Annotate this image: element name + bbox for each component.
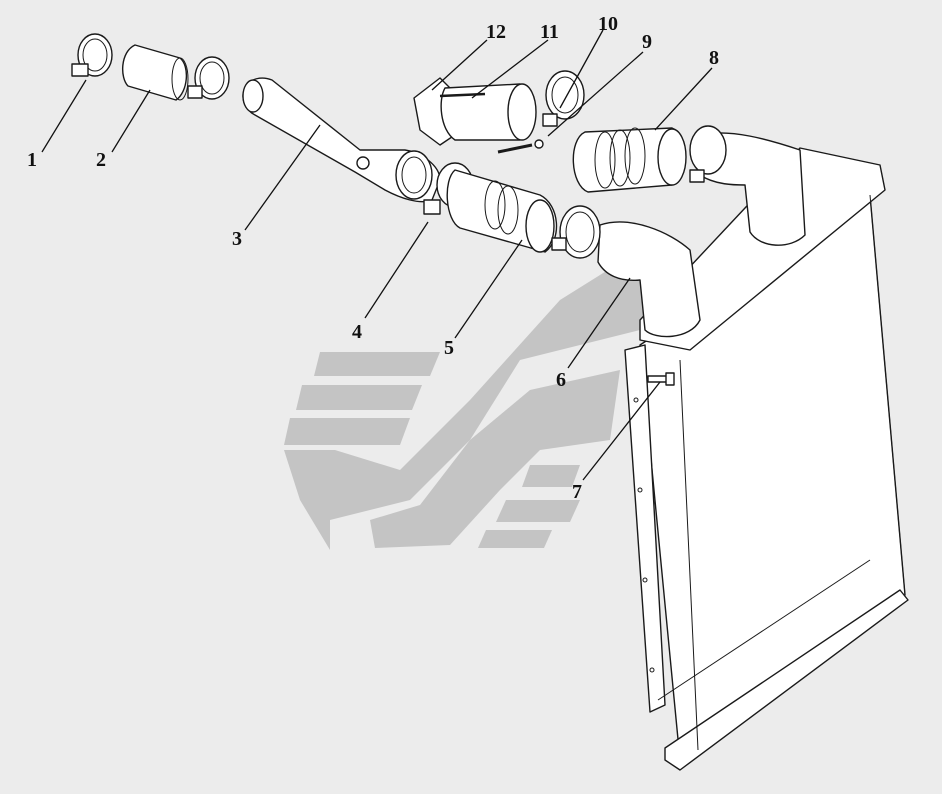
callout-12: 12 <box>486 21 506 43</box>
part-2-hose <box>122 44 189 101</box>
callout-3: 3 <box>232 228 242 250</box>
callout-10: 10 <box>598 13 618 35</box>
part-3-pipe <box>242 77 441 203</box>
part-10-clamp <box>542 70 585 127</box>
part-5-hose <box>446 169 558 253</box>
callout-8: 8 <box>709 47 719 69</box>
part-1-clamp-second <box>187 56 230 100</box>
callout-11: 11 <box>540 21 559 43</box>
part-9-bolt <box>497 139 544 154</box>
callout-labels: 1 2 3 4 5 6 7 8 9 10 11 12 <box>27 13 719 503</box>
part-1-clamp <box>71 33 113 77</box>
callout-5: 5 <box>444 337 454 359</box>
part-8-hose <box>572 125 727 193</box>
callout-6: 6 <box>556 369 566 391</box>
intercooler-core <box>624 147 909 771</box>
callout-4: 4 <box>352 321 362 343</box>
callout-2: 2 <box>96 149 106 171</box>
callout-1: 1 <box>27 149 37 171</box>
watermark-logo <box>284 250 660 550</box>
part-11-elbow <box>439 83 537 141</box>
part-7-bolt <box>647 372 675 386</box>
leader-lines <box>41 29 713 481</box>
tank-outlets <box>597 132 806 338</box>
callout-7: 7 <box>572 481 582 503</box>
callout-9: 9 <box>642 31 652 53</box>
part-6-clamp <box>551 205 601 259</box>
